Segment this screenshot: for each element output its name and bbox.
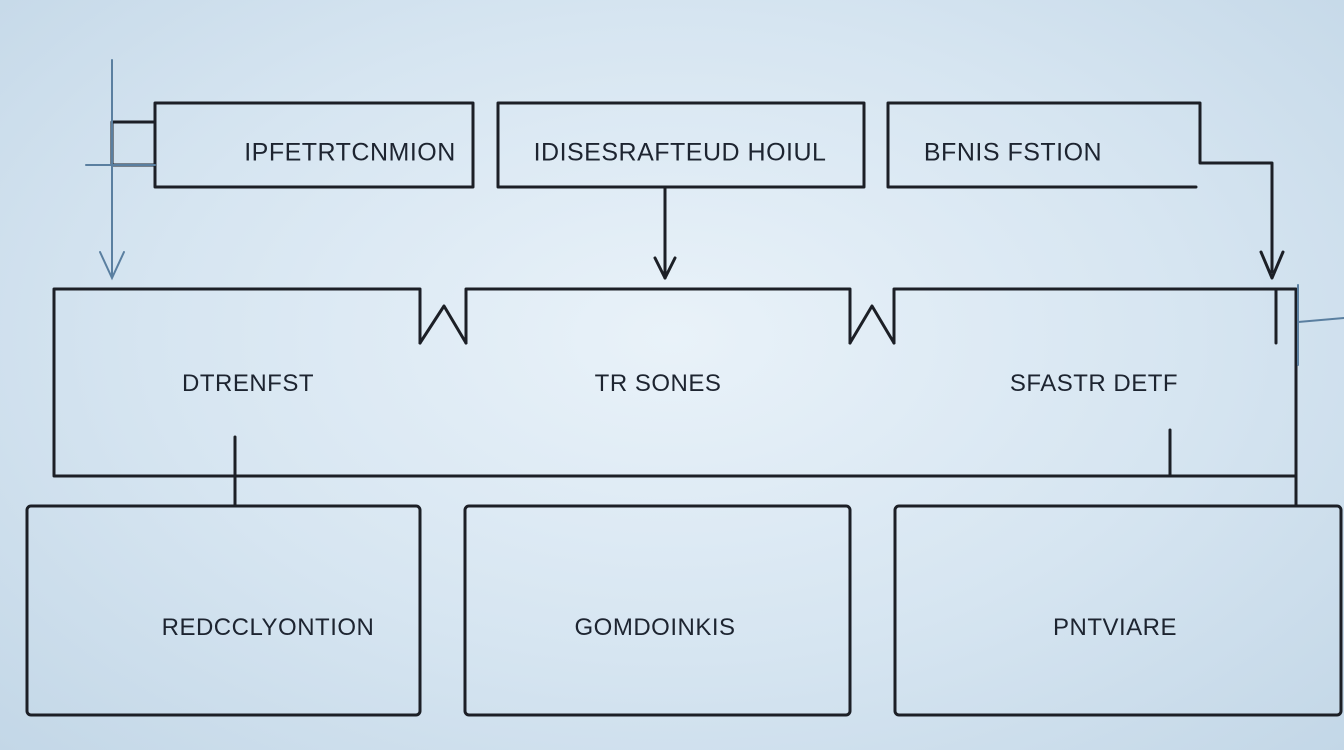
mid-label-3: SFASTR DETF — [1009, 370, 1179, 397]
notch-left — [418, 304, 468, 345]
notch-right — [848, 304, 896, 345]
middle-row-frame — [52, 287, 1298, 478]
mid-label-1: DTRENFST — [182, 370, 314, 397]
bot-label-1: REDCCLYONTION — [161, 614, 375, 641]
arrow-center-head — [653, 256, 677, 280]
left-connector — [110, 120, 157, 167]
bottom-box-3 — [893, 504, 1343, 717]
bot-label-3: PNTVIARE — [1052, 614, 1178, 641]
right-cross-tick — [1297, 317, 1344, 323]
left-axis-arrow — [99, 251, 125, 281]
top-label-3: BFNIS FSTION — [923, 138, 1103, 167]
top-label-1: IPFETRTCNMION — [244, 138, 456, 167]
mid-label-2: TR SONES — [594, 370, 722, 397]
top-box-2 — [496, 101, 866, 189]
arrow-right-head — [1259, 250, 1285, 280]
top-box-1 — [153, 101, 475, 189]
top-label-2: IDISESRAFTEUD HOIUL — [533, 138, 827, 167]
bot-label-2: GOMDOINKIS — [574, 614, 736, 641]
bottom-box-2 — [463, 504, 852, 717]
top-box-3 — [886, 101, 1274, 274]
bottom-box-1 — [25, 504, 422, 717]
